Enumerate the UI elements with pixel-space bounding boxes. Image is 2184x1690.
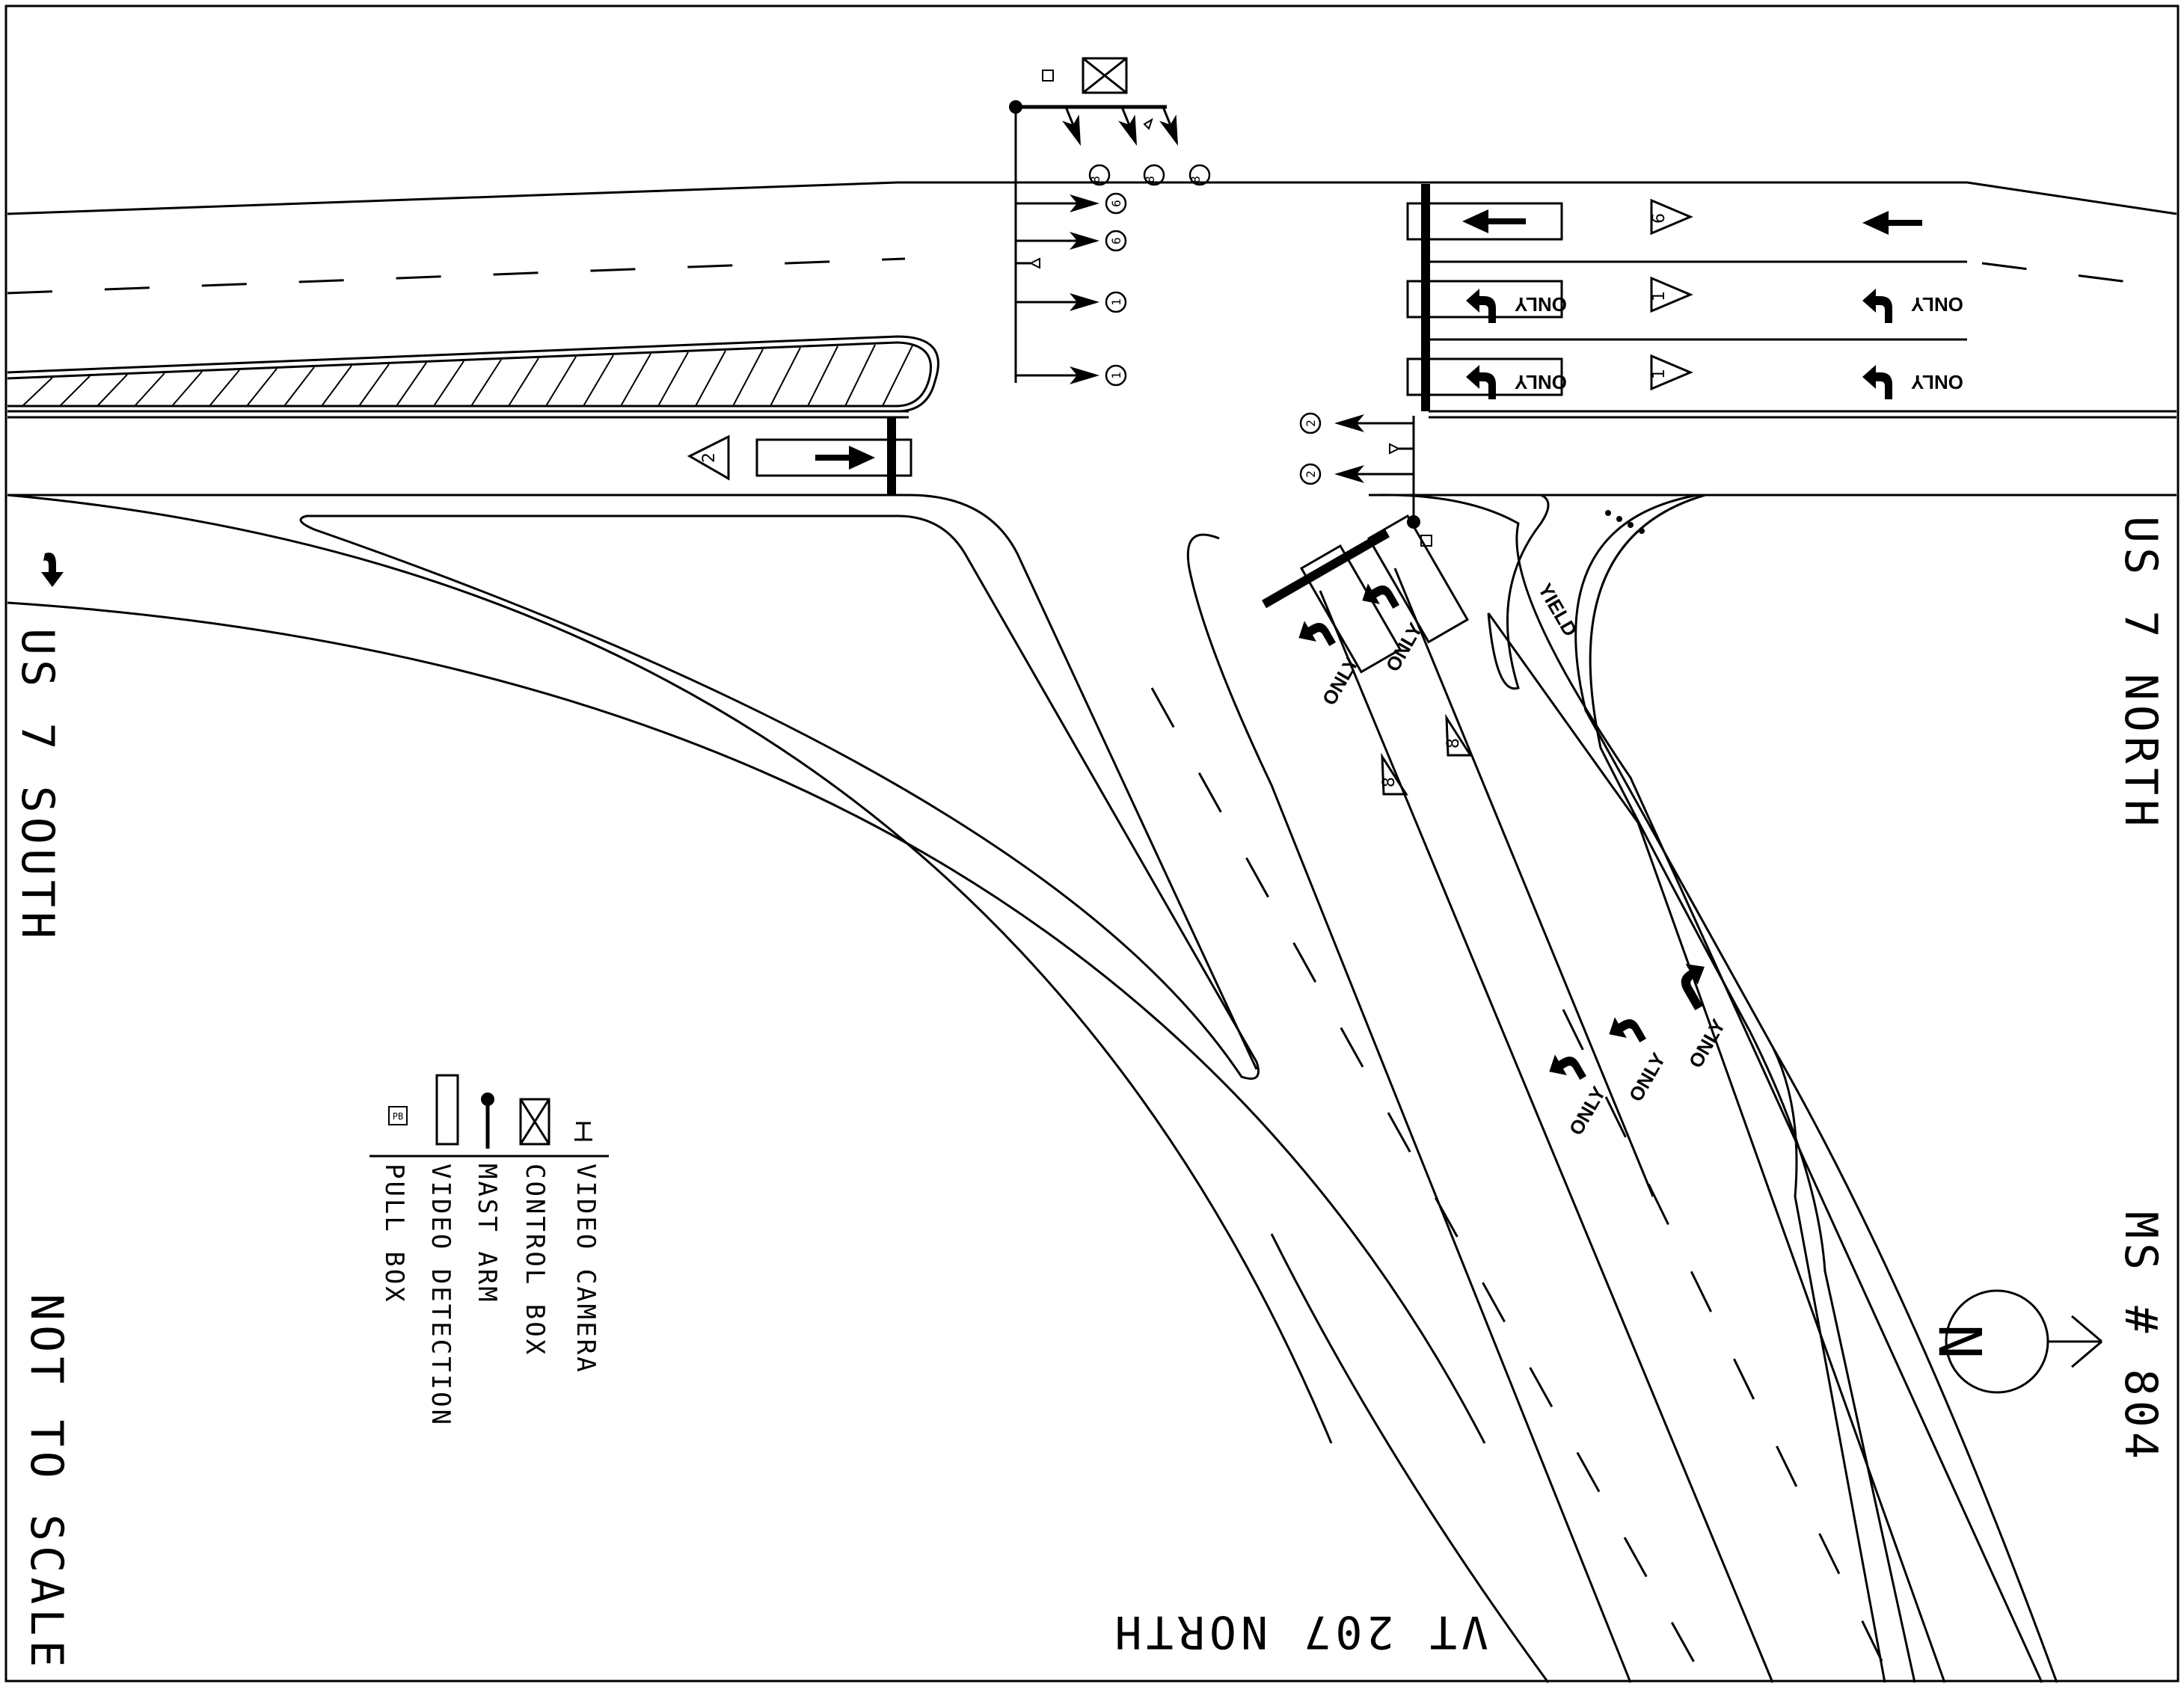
yield-marking: YIELD	[1534, 580, 1582, 640]
legend: PB VIDEO CAMERA CONTROL BOX MAST ARM VID…	[369, 1074, 609, 1427]
north-arrow: N	[1929, 1289, 2102, 1394]
only-marking: ONLY	[1625, 1049, 1670, 1105]
video-detection-icon	[435, 1074, 459, 1146]
signal-head-number: 1	[1109, 372, 1123, 379]
phase-label: 1	[1650, 369, 1669, 379]
median-island	[7, 335, 939, 413]
signal-head-labels	[1088, 164, 1322, 485]
phase-label: 8	[1444, 738, 1463, 749]
signal-head-number: 2	[1304, 470, 1318, 478]
vt207-north-label: VT 207 NORTH	[1111, 1606, 1488, 1658]
mast-arm-west	[1009, 100, 1187, 384]
signal-head-number: 1	[1109, 298, 1123, 306]
stop-bars	[887, 184, 1430, 609]
not-to-scale-label: NOT TO SCALE	[20, 1294, 73, 1671]
north-symbol: N	[1929, 1324, 1996, 1359]
only-marking: ONLY	[1911, 371, 1963, 393]
pull-box-abbrev: PB	[393, 1111, 403, 1122]
legend-label: VIDEO DETECTION	[426, 1164, 455, 1427]
lane-lines	[7, 257, 2170, 1683]
ms-number-label: MS # 804	[2114, 1211, 2167, 1463]
signal-head-number: 8	[1143, 176, 1157, 183]
phase-triangle	[1445, 713, 1473, 757]
legend-label: PULL BOX	[379, 1164, 409, 1304]
phase-numbers: 6 1 1 2 8 8	[700, 213, 1669, 787]
signal-head-number: 8	[1188, 176, 1203, 183]
signal-head-numbers: 8 8 8 6 6 1 1 2 2	[1088, 176, 1318, 478]
phase-triangle	[687, 434, 730, 481]
legend-label: MAST ARM	[472, 1164, 502, 1304]
phase-label: 1	[1650, 291, 1669, 301]
legend-label: CONTROL BOX	[520, 1164, 550, 1356]
road-labels: US 7 SOUTH US 7 NORTH VT 207 NORTH MS # …	[11, 516, 2167, 1671]
control-box-icon	[519, 1098, 550, 1146]
drawing-border	[4, 4, 2180, 1683]
phase-triangle	[1650, 354, 1693, 391]
us7-south-label: US 7 SOUTH	[11, 628, 64, 943]
phase-label: 6	[1650, 213, 1669, 224]
only-marking: ONLY	[1911, 293, 1963, 316]
only-markings: ONLY ONLY ONLY ONLY ONLY ONLY ONLY ONLY …	[1318, 293, 1963, 1139]
only-marking: ONLY	[1515, 293, 1567, 316]
sw-island	[299, 514, 1260, 1080]
only-marking: ONLY	[1515, 371, 1567, 393]
signal-head-number: 8	[1088, 176, 1102, 183]
signal-head-number: 6	[1109, 200, 1123, 207]
phase-triangle	[1381, 752, 1408, 796]
mast-arm-east	[1334, 414, 1420, 529]
control-box	[1042, 57, 1432, 547]
legend-label: VIDEO CAMERA	[571, 1164, 601, 1374]
video-detection-zones	[755, 202, 1563, 674]
us7-north-label: US 7 NORTH	[2114, 516, 2167, 831]
mast-arm-icon	[481, 1093, 494, 1149]
phase-label: 2	[700, 452, 719, 463]
signal-head-number: 2	[1304, 420, 1318, 427]
phase-triangles	[687, 198, 1693, 796]
video-camera-icon	[574, 1122, 592, 1141]
signal-head-number: 6	[1109, 237, 1123, 245]
phase-triangle	[1650, 198, 1693, 236]
phase-triangle	[1650, 276, 1693, 313]
pavement-arrows	[41, 209, 1922, 1092]
only-marking: ONLY	[1565, 1083, 1610, 1139]
pull-box-icon: PB	[388, 1106, 408, 1125]
roadway-edges	[7, 181, 2177, 1683]
phase-label: 8	[1380, 777, 1399, 787]
